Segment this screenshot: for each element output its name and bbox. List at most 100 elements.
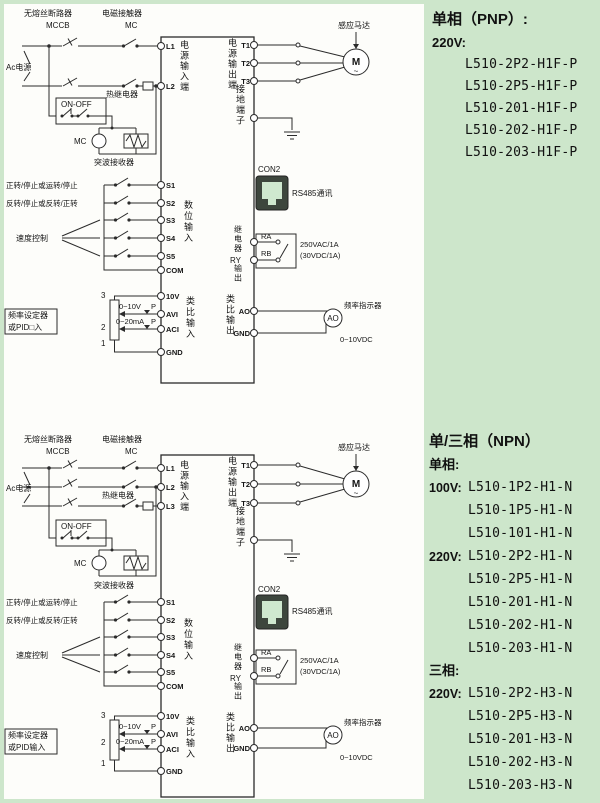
d2-label-vdc: 0~10VDC (340, 753, 373, 762)
control-circuit (47, 44, 158, 155)
analog-output-wiring (250, 307, 343, 337)
d1-motor-m: M (352, 57, 360, 68)
d1-terminal-AO: AO (239, 307, 250, 316)
model-item: L510-201-H1-N (468, 595, 573, 610)
d2-label-con2: CON2 (258, 585, 281, 594)
d2-terminal-AVI: AVI (166, 730, 178, 739)
d1-terminal-S5: S5 (166, 252, 175, 261)
ground-wiring (250, 114, 300, 140)
d1-label-power-output: 电源输出端 (228, 37, 237, 90)
mc-coil-icon (91, 133, 107, 149)
surge-absorber-icon (123, 555, 149, 571)
model-item: L510-1P5-H1-N (468, 503, 573, 518)
d2-terminal-10V: 10V (166, 712, 179, 721)
d1-terminal-COM: COM (166, 266, 184, 275)
d2-label-power-input: 电源输入端 (180, 459, 189, 512)
d1-label-speed: 速度控制 (16, 233, 48, 243)
d2-label-mccb: MCCB (46, 447, 70, 456)
d2-relay-rating-1: 250VAC/1A (300, 656, 339, 665)
surge-absorber-icon (123, 133, 149, 149)
npn-single-phase-label: 单相: (429, 457, 460, 472)
d1-label-analog-input: 类比输入 (186, 295, 195, 339)
d2-label-surge: 突波接收器 (94, 580, 134, 590)
d1-terminal-T3: T3 (241, 77, 250, 86)
d2-terminal-GND-in: GND (166, 767, 183, 776)
model-item: L510-203-H1-N (468, 641, 573, 656)
d1-motor-wave: ~ (354, 67, 359, 76)
model-row: L510-203-H1-N (429, 637, 572, 660)
d1-ao-meter-label: AO (327, 314, 339, 323)
npn-section: 单/三相（NPN） 单相: 100V:L510-1P2-H1-N L510-1P… (429, 430, 572, 797)
d2-label-onoff: ON-OFF (61, 522, 92, 531)
relay-output-wiring (250, 649, 297, 685)
d1-terminal-S4: S4 (166, 234, 176, 243)
d2-label-forward: 正转/停止或运转/停止 (6, 597, 78, 607)
model-row: L510-202-H1-N (429, 614, 572, 637)
d2-label-freq-setter-1: 频率设定器 (8, 730, 48, 740)
model-row: L510-2P5-H1-N (429, 568, 572, 591)
d1-terminal-RA: RA (261, 232, 271, 241)
d1-label-range-v: 0~10V (119, 302, 141, 311)
d2-label-analog-input: 类比输入 (186, 715, 195, 759)
d1-label-motor: 感应马达 (338, 20, 370, 30)
pnp-section: 单相（PNP）: 220V: L510-2P2-H1F-P L510-2P5-H… (432, 8, 577, 164)
d2-terminal-RB: RB (261, 665, 271, 674)
model-item: L510-203-H1F-P (465, 145, 578, 160)
model-item: L510-203-H3-N (468, 778, 573, 793)
d1-label-p2: P (151, 317, 156, 326)
d2-label-thermal: 热继电器 (102, 490, 134, 500)
d2-pot-pin1: 1 (101, 759, 106, 768)
model-item: L510-2P2-H1F-P (465, 57, 578, 72)
d1-terminal-GND-out: GND (233, 329, 250, 338)
d2-label-reverse: 反转/停止或反转/正转 (6, 615, 78, 625)
d2-label-mc: MC (125, 447, 138, 456)
model-row: L510-101-H1-N (429, 522, 572, 545)
d1-terminal-GND-in: GND (166, 348, 183, 357)
d1-label-vdc: 0~10VDC (340, 335, 373, 344)
d2-label-p1: P (151, 722, 156, 731)
jumper-p2-icon (144, 325, 150, 329)
d1-label-contactor: 电磁接触器 (102, 8, 142, 18)
d1-terminal-RB: RB (261, 249, 271, 258)
wiring-diagram-bottom: 无熔丝断路器 MCCB 电磁接触器 MC Ac电源 热继电器 L1 L2 L3 … (4, 434, 382, 798)
d2-label-ground: 接地端子 (236, 505, 245, 548)
analog-input-wiring (4, 712, 165, 775)
pnp-voltage: 220V: (432, 35, 466, 50)
d2-terminal-S1: S1 (166, 598, 175, 607)
voltage-prefix: 100V: (429, 481, 462, 495)
d1-relay-rating-1: 250VAC/1A (300, 240, 339, 249)
d2-label-ac-power: Ac电源 (6, 483, 31, 493)
d2-pot-pin2: 2 (101, 738, 106, 747)
d1-label-rs485: RS485通讯 (292, 188, 332, 198)
d1-label-analog-output: 类比输出 (226, 293, 235, 336)
d1-label-reverse: 反转/停止或反转/正转 (6, 198, 78, 208)
d1-label-forward: 正转/停止或运转/停止 (6, 180, 78, 190)
d2-terminal-L3: L3 (166, 502, 175, 511)
d2-label-p2: P (151, 737, 156, 746)
d1-label-mc-coil: MC (74, 137, 87, 146)
model-item: L510-202-H3-N (468, 755, 573, 770)
model-row: L510-203-H3-N (429, 774, 572, 797)
d1-pot-pin2: 2 (101, 323, 106, 332)
d1-pot-pin1: 1 (101, 339, 106, 348)
d1-label-onoff: ON-OFF (61, 100, 92, 109)
d1-terminal-S3: S3 (166, 216, 175, 225)
d2-terminal-AO: AO (239, 724, 250, 733)
d2-terminal-L2: L2 (166, 483, 175, 492)
jumper-p1-icon (144, 730, 150, 734)
d2-motor-wave: ~ (354, 489, 359, 498)
model-row: 100V:L510-1P2-H1-N (429, 476, 572, 499)
d1-terminal-T1: T1 (241, 41, 250, 50)
d2-terminal-COM: COM (166, 682, 184, 691)
d1-label-range-ma: 0~20mA (116, 317, 144, 326)
d2-label-breaker: 无熔丝断路器 (24, 434, 72, 444)
jumper-p1-icon (144, 310, 150, 314)
d1-label-ac-power: Ac电源 (6, 62, 31, 72)
jumper-p2-icon (144, 745, 150, 749)
d2-relay-rating-2: (30VDC/1A) (300, 667, 341, 676)
npn-title: 单/三相（NPN） (429, 433, 540, 450)
d1-label-breaker: 无熔丝断路器 (24, 8, 72, 18)
d2-terminal-S4: S4 (166, 651, 176, 660)
frequency-meter-icon (323, 308, 343, 328)
